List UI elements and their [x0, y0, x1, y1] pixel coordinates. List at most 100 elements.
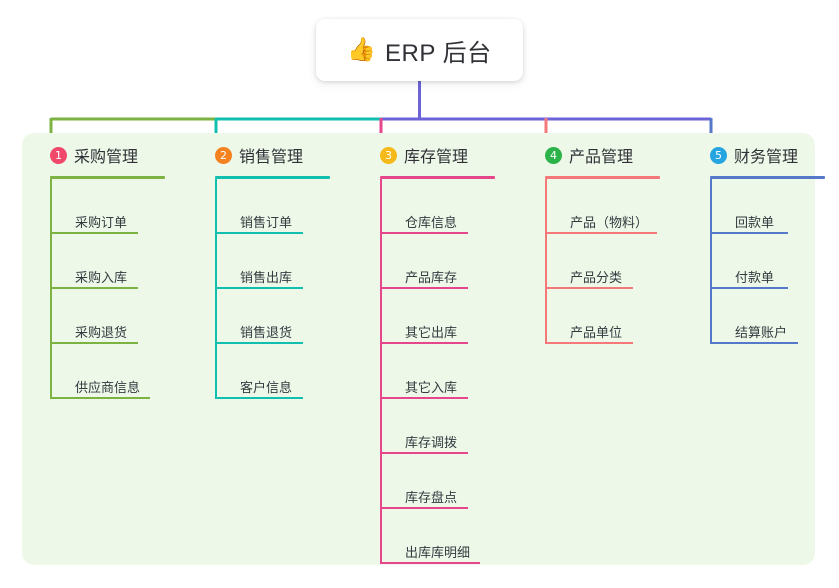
leaf-item-underline: [545, 287, 633, 289]
branch-underline-4: [545, 176, 660, 179]
leaf-item[interactable]: 其它出库: [380, 289, 495, 344]
root-node-title: ERP 后台: [385, 39, 492, 67]
branch-item-list-4: 产品（物料） 产品分类产品单位: [545, 179, 660, 344]
leaf-item-label: 其它出库: [405, 324, 458, 340]
leaf-item[interactable]: 产品（物料）: [545, 179, 660, 234]
branch-column-4: 4 产品管理产品（物料） 产品分类产品单位: [525, 143, 660, 344]
leaf-item[interactable]: 产品库存: [380, 234, 495, 289]
leaf-item-label: 销售退货: [240, 324, 293, 340]
branch-spine-3: [380, 179, 382, 564]
leaf-item-label: 结算账户: [735, 324, 788, 340]
leaf-item-label: 供应商信息: [75, 379, 141, 395]
leaf-item-underline: [215, 342, 303, 344]
branch-badge-1: 1: [50, 146, 67, 164]
leaf-item-label: 产品库存: [405, 269, 458, 285]
branch-underline-5: [710, 176, 825, 179]
branch-header-1[interactable]: 1 采购管理: [30, 143, 165, 167]
leaf-item-underline: [710, 232, 788, 234]
leaf-item-underline: [710, 287, 788, 289]
leaf-item-underline: [380, 452, 468, 454]
leaf-item-underline: [215, 287, 303, 289]
leaf-item-underline: [380, 342, 468, 344]
leaf-item-underline: [380, 397, 468, 399]
branch-badge-2: 2: [215, 146, 232, 164]
branch-badge-4: 4: [545, 146, 562, 164]
branch-column-1: 1 采购管理采购订单采购入库采购退货供应商信息: [30, 143, 165, 399]
leaf-item-underline: [215, 397, 303, 399]
leaf-item-underline: [50, 287, 138, 289]
diagram-panel: [22, 133, 815, 565]
leaf-item[interactable]: 库存调拨: [380, 399, 495, 454]
leaf-item-label: 采购订单: [75, 214, 128, 230]
thumbs-up-icon: 👍: [347, 35, 377, 62]
leaf-item-underline: [380, 507, 468, 509]
leaf-item-underline: [545, 232, 657, 234]
leaf-item-underline: [50, 342, 138, 344]
leaf-item-underline: [710, 342, 798, 344]
leaf-item[interactable]: 销售订单: [215, 179, 330, 234]
leaf-item[interactable]: 销售退货: [215, 289, 330, 344]
leaf-item-label: 回款单: [735, 214, 775, 230]
branch-item-list-1: 采购订单采购入库采购退货供应商信息: [50, 179, 165, 399]
leaf-item-underline: [380, 232, 468, 234]
leaf-item[interactable]: 采购订单: [50, 179, 165, 234]
branch-underline-1: [50, 176, 165, 179]
leaf-item-label: 出库库明细: [405, 544, 471, 560]
leaf-item-label: 库存调拨: [405, 434, 458, 450]
leaf-item-label: 销售订单: [240, 214, 293, 230]
branch-spine-2: [215, 179, 217, 399]
leaf-item[interactable]: 库存盘点: [380, 454, 495, 509]
branch-title-5: 财务管理: [734, 149, 799, 166]
branch-badge-3: 3: [380, 146, 397, 164]
leaf-item-label: 付款单: [735, 269, 775, 285]
branch-column-3: 3 库存管理仓库信息产品库存其它出库其它入库库存调拨库存盘点出库库明细: [360, 143, 495, 564]
leaf-item-label: 其它入库: [405, 379, 458, 395]
leaf-item-underline: [215, 232, 303, 234]
root-node-card[interactable]: 👍 ERP 后台: [316, 19, 523, 81]
branch-title-4: 产品管理: [569, 149, 634, 166]
leaf-item-underline: [50, 397, 150, 399]
leaf-item-label: 产品（物料）: [570, 214, 649, 230]
leaf-item[interactable]: 付款单: [710, 234, 825, 289]
leaf-item-label: 产品分类: [570, 269, 623, 285]
branch-title-3: 库存管理: [404, 149, 469, 166]
leaf-item-label: 客户信息: [240, 379, 293, 395]
leaf-item-underline: [50, 232, 138, 234]
leaf-item[interactable]: 供应商信息: [50, 344, 165, 399]
leaf-item[interactable]: 产品分类: [545, 234, 660, 289]
leaf-item[interactable]: 回款单: [710, 179, 825, 234]
leaf-item[interactable]: 客户信息: [215, 344, 330, 399]
leaf-item-underline: [380, 562, 480, 564]
leaf-item[interactable]: 仓库信息: [380, 179, 495, 234]
leaf-item[interactable]: 其它入库: [380, 344, 495, 399]
branch-item-list-5: 回款单付款单结算账户: [710, 179, 825, 344]
branch-title-1: 采购管理: [74, 149, 139, 166]
branch-header-3[interactable]: 3 库存管理: [360, 143, 495, 167]
leaf-item-label: 采购退货: [75, 324, 128, 340]
leaf-item[interactable]: 采购退货: [50, 289, 165, 344]
branch-underline-3: [380, 176, 495, 179]
leaf-item[interactable]: 采购入库: [50, 234, 165, 289]
branch-spine-5: [710, 179, 712, 344]
branch-item-list-3: 仓库信息产品库存其它出库其它入库库存调拨库存盘点出库库明细: [380, 179, 495, 564]
leaf-item-label: 库存盘点: [405, 489, 458, 505]
leaf-item-underline: [380, 287, 468, 289]
leaf-item[interactable]: 产品单位: [545, 289, 660, 344]
branch-spine-1: [50, 179, 52, 399]
leaf-item[interactable]: 销售出库: [215, 234, 330, 289]
branch-spine-4: [545, 179, 547, 344]
leaf-item-label: 销售出库: [240, 269, 293, 285]
branch-item-list-2: 销售订单销售出库销售退货客户信息: [215, 179, 330, 399]
branch-underline-2: [215, 176, 330, 179]
leaf-item-underline: [545, 342, 633, 344]
branch-header-4[interactable]: 4 产品管理: [525, 143, 660, 167]
leaf-item-label: 产品单位: [570, 324, 623, 340]
leaf-item-label: 仓库信息: [405, 214, 458, 230]
leaf-item[interactable]: 结算账户: [710, 289, 825, 344]
leaf-item[interactable]: 出库库明细: [380, 509, 495, 564]
